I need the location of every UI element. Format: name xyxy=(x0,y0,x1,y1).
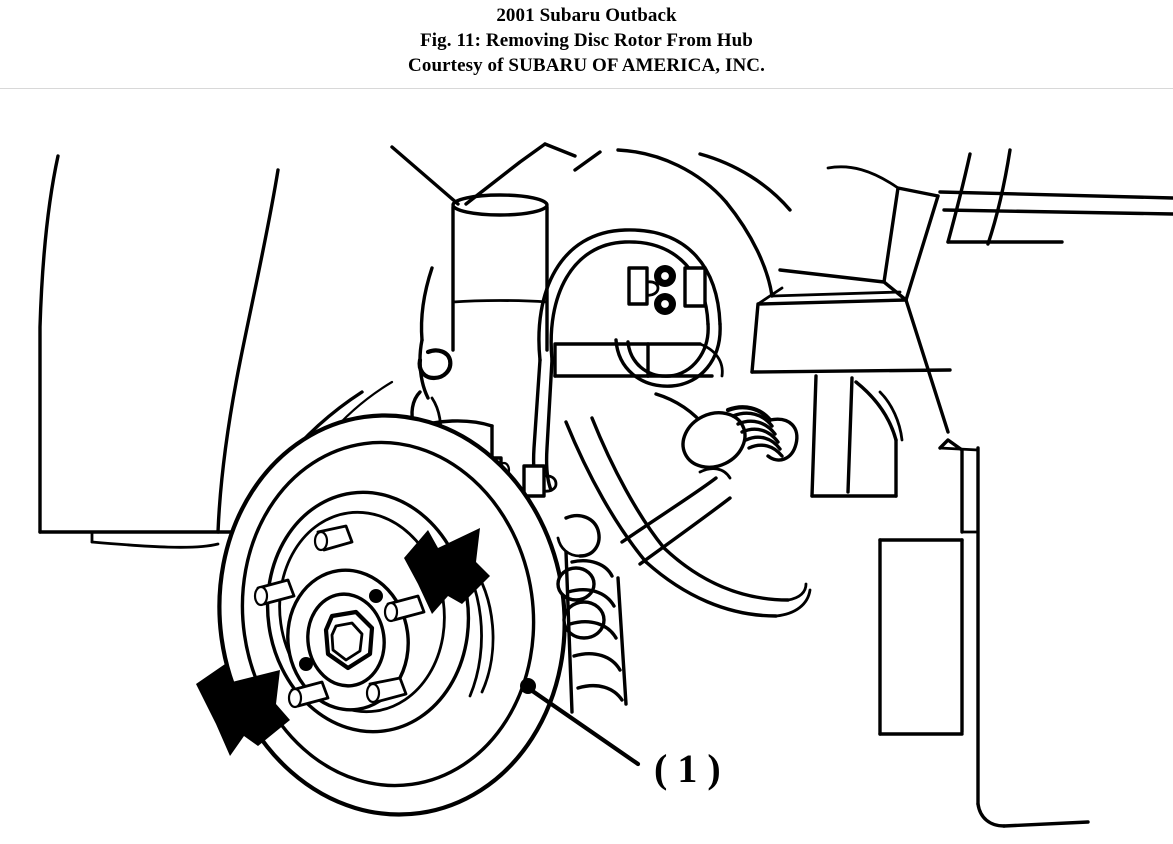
wheel-stud xyxy=(383,594,426,623)
fender-panel xyxy=(38,154,280,549)
wheel-hub xyxy=(286,568,410,712)
subframe-crossmember xyxy=(750,165,1173,434)
brake-hose-bracket xyxy=(627,265,707,315)
hose-clip-lower xyxy=(522,464,558,498)
wheel-stud xyxy=(287,680,330,709)
tie-rod xyxy=(620,467,732,566)
wheel-stud xyxy=(313,524,354,552)
header-divider xyxy=(0,88,1173,89)
callout-label-1: ( 1 ) xyxy=(654,746,721,791)
vehicle-title: 2001 Subaru Outback xyxy=(496,5,677,26)
figure-header: 2001 Subaru Outback Fig. 11: Removing Di… xyxy=(0,0,1173,89)
figure-caption: Fig. 11: Removing Disc Rotor From Hub xyxy=(420,30,753,52)
upper-suspension-bracket xyxy=(553,342,724,378)
body-side-panel xyxy=(878,438,1090,828)
diagram-canvas: ( 1 ) xyxy=(38,142,1173,828)
removal-arrow-lower xyxy=(196,662,290,756)
wheel-studs xyxy=(253,524,426,709)
strut-assembly xyxy=(390,142,602,352)
wheel-stud xyxy=(365,676,408,704)
technical-diagram: ( 1 ) xyxy=(0,92,1173,844)
axle-bellows xyxy=(564,550,628,714)
cv-joint-boot xyxy=(654,392,799,469)
removal-arrow-upper xyxy=(404,528,490,614)
callout-leader-line xyxy=(528,687,641,767)
wheel-stud xyxy=(253,578,296,607)
upper-body-rail xyxy=(616,148,1064,298)
courtesy-line: Courtesy of SUBARU OF AMERICA, INC. xyxy=(408,55,765,77)
subframe-bracket xyxy=(810,374,904,498)
callout-1: ( 1 ) xyxy=(520,678,721,791)
